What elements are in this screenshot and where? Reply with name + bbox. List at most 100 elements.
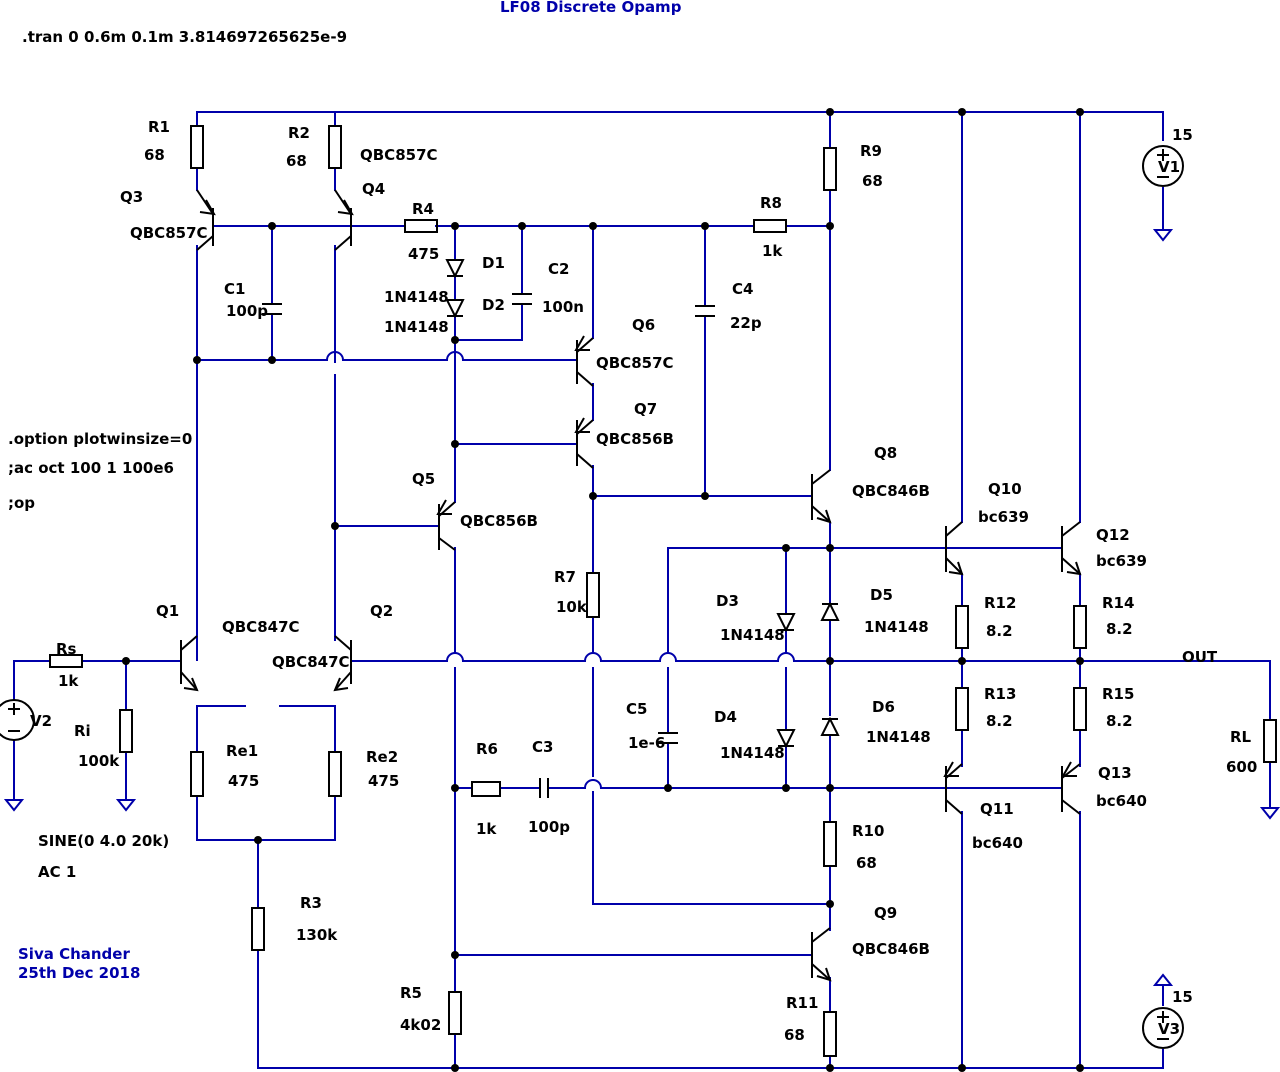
c4-plates	[695, 305, 715, 317]
d3-ref: D3	[716, 592, 739, 610]
r11-value: 68	[784, 1026, 805, 1044]
q5-ref: Q5	[412, 470, 435, 488]
r8-value: 1k	[762, 242, 783, 260]
q7-value: QBC856B	[596, 430, 674, 448]
q12-ref: Q12	[1096, 526, 1130, 544]
net-out-label: OUT	[1182, 648, 1218, 666]
r7-body	[586, 572, 600, 618]
c3-plates	[539, 778, 549, 798]
r3-ref: R3	[300, 894, 322, 912]
directive-ac: ;ac oct 100 1 100e6	[8, 459, 174, 477]
q8-ref: Q8	[874, 444, 897, 462]
r3-body	[251, 907, 265, 951]
r7-value: 10k	[556, 598, 588, 616]
q3-ref: Q3	[120, 188, 143, 206]
d1-ref: D1	[482, 254, 505, 272]
source-wave: SINE(0 4.0 20k)	[38, 832, 169, 850]
r4-body	[404, 219, 438, 233]
r15-value: 8.2	[1106, 712, 1133, 730]
c4-ref: C4	[732, 280, 753, 298]
r15-body	[1073, 687, 1087, 731]
ground-symbol	[1152, 973, 1174, 986]
directive-option: .option plotwinsize=0	[8, 430, 192, 448]
c5-value: 1e-6	[628, 734, 665, 752]
q7-ref: Q7	[634, 400, 657, 418]
r6-ref: R6	[476, 740, 498, 758]
r10-body	[823, 821, 837, 867]
r7-ref: R7	[554, 568, 576, 586]
schematic-title: LF08 Discrete Opamp	[500, 0, 682, 16]
q1-symbol	[180, 635, 198, 691]
rl-value: 600	[1226, 758, 1257, 776]
q5-value: QBC856B	[460, 512, 538, 530]
r6-body	[471, 781, 501, 797]
r6-value: 1k	[476, 820, 497, 838]
q8-symbol	[811, 469, 831, 523]
r8-body	[753, 219, 787, 233]
transistors	[180, 189, 1082, 982]
c5-plates	[658, 732, 678, 744]
q13-value: bc640	[1096, 792, 1147, 810]
r10-ref: R10	[852, 822, 884, 840]
rs-ref: Rs	[56, 640, 77, 658]
q6-ref: Q6	[632, 316, 655, 334]
ri-value: 100k	[78, 752, 120, 770]
q9-ref: Q9	[874, 904, 897, 922]
r8-ref: R8	[760, 194, 782, 212]
author-name: Siva Chander	[18, 945, 130, 963]
v1-ref: V1	[1158, 158, 1180, 176]
re2-body	[328, 751, 342, 797]
c5-ref: C5	[626, 700, 647, 718]
q10-ref: Q10	[988, 480, 1022, 498]
r9-ref: R9	[860, 142, 882, 160]
q10-value: bc639	[978, 508, 1029, 526]
r13-value: 8.2	[986, 712, 1013, 730]
rs-body	[49, 654, 83, 668]
d6-value: 1N4148	[866, 728, 931, 746]
r14-value: 8.2	[1106, 620, 1133, 638]
sources	[0, 145, 1184, 1049]
ground-symbol	[1259, 807, 1280, 820]
r12-ref: R12	[984, 594, 1016, 612]
d6-symbol	[820, 716, 840, 736]
q11-ref: Q11	[980, 800, 1014, 818]
ground-symbol	[3, 799, 25, 812]
author-date: 25th Dec 2018	[18, 964, 140, 982]
r9-value: 68	[862, 172, 883, 190]
re1-ref: Re1	[226, 742, 258, 760]
r4-value: 475	[408, 245, 439, 263]
v3-symbol	[1142, 1007, 1184, 1049]
r12-body	[955, 605, 969, 649]
r3-value: 130k	[296, 926, 338, 944]
q4-ref: Q4	[362, 180, 385, 198]
v1-symbol	[1142, 145, 1184, 187]
c2-plates	[512, 293, 532, 305]
d3-symbol	[776, 613, 796, 633]
d6-ref: D6	[872, 698, 895, 716]
d5-value: 1N4148	[864, 618, 929, 636]
wire-top-rail	[196, 111, 1164, 141]
q3-value: QBC857C	[130, 224, 208, 242]
v2-ref: V2	[30, 712, 52, 730]
v3-ref: V3	[1158, 1020, 1180, 1038]
junction-dots	[122, 108, 1084, 1072]
q4-symbol	[334, 189, 352, 251]
r11-body	[823, 1011, 837, 1057]
r5-ref: R5	[400, 984, 422, 1002]
wire-bottom-rail	[257, 1049, 1164, 1069]
q8-value: QBC846B	[852, 482, 930, 500]
wires	[13, 111, 1271, 1069]
r14-body	[1073, 605, 1087, 649]
c3-ref: C3	[532, 738, 553, 756]
d4-value: 1N4148	[720, 744, 785, 762]
q2-symbol	[334, 635, 352, 691]
d2-value: 1N4148	[384, 318, 449, 336]
labels: LF08 Discrete Opamp .tran 0 0.6m 0.1m 3.…	[8, 0, 1257, 1044]
r15-ref: R15	[1102, 685, 1134, 703]
r4-ref: R4	[412, 200, 434, 218]
v1-value: 15	[1172, 126, 1193, 144]
r5-body	[448, 991, 462, 1035]
q11-value: bc640	[972, 834, 1023, 852]
q9-symbol	[811, 927, 831, 981]
